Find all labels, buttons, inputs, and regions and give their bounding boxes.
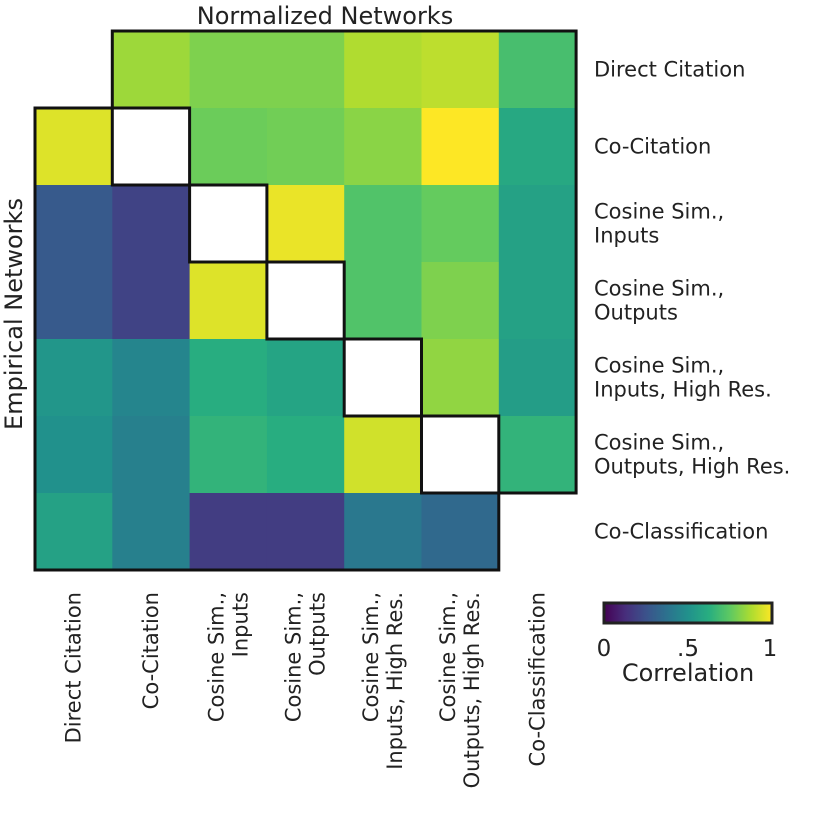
heatmap-cell-0-5 xyxy=(421,31,500,109)
column-label-1: Co-Citation xyxy=(139,592,163,709)
heatmap-cell-5-0 xyxy=(35,416,113,494)
row-label-4-line-1: Inputs, High Res. xyxy=(594,378,772,402)
row-label-4-line-0: Cosine Sim., xyxy=(594,354,724,378)
heatmap-cell-1-2 xyxy=(189,108,268,186)
heatmap-cell-5-4 xyxy=(344,416,423,494)
colorbar-tick-0: 0 xyxy=(597,636,612,662)
heatmap-cell-6-4 xyxy=(344,493,423,571)
heatmap-cell-6-3 xyxy=(266,493,345,571)
heatmap-cell-0-6 xyxy=(498,31,577,109)
row-label-2-line-0: Cosine Sim., xyxy=(594,200,724,224)
row-label-5: Cosine Sim.,Outputs, High Res. xyxy=(594,431,790,479)
heatmap-cell-2-3 xyxy=(266,185,345,263)
row-label-1: Co-Citation xyxy=(594,135,711,159)
heatmap-cell-5-6 xyxy=(498,416,577,494)
row-label-1-line-0: Co-Citation xyxy=(594,135,711,159)
column-label-5-line-0: Cosine Sim., xyxy=(436,592,460,722)
row-label-2: Cosine Sim.,Inputs xyxy=(594,200,724,248)
column-label-3-line-0: Cosine Sim., xyxy=(282,592,306,722)
heatmap-cell-5-1 xyxy=(112,416,191,494)
heatmap-cell-4-0 xyxy=(35,339,113,417)
heatmap-cells xyxy=(35,31,577,571)
heatmap-cell-1-6 xyxy=(498,108,577,186)
column-label-0-line-0: Direct Citation xyxy=(62,592,86,743)
heatmap-cell-2-5 xyxy=(421,185,500,263)
heatmap-cell-1-4 xyxy=(344,108,423,186)
row-label-3-line-1: Outputs xyxy=(594,301,678,325)
heatmap-cell-1-0 xyxy=(35,108,113,186)
heatmap-cell-3-5 xyxy=(421,262,500,340)
heatmap-cell-6-2 xyxy=(189,493,268,571)
heatmap-cell-6-5 xyxy=(421,493,500,571)
heatmap-cell-4-1 xyxy=(112,339,191,417)
heatmap-cell-3-2 xyxy=(189,262,268,340)
heatmap-cell-4-3 xyxy=(266,339,345,417)
column-label-3: Cosine Sim.,Outputs xyxy=(282,592,330,722)
heatmap-cell-0-1 xyxy=(112,31,191,109)
heatmap-cell-3-6 xyxy=(498,262,577,340)
heatmap-cell-4-5 xyxy=(421,339,500,417)
row-label-2-line-1: Inputs xyxy=(594,224,659,248)
heatmap-cell-4-6 xyxy=(498,339,577,417)
heatmap-cell-2-4 xyxy=(344,185,423,263)
colorbar-gradient xyxy=(602,601,774,625)
heatmap-cell-0-4 xyxy=(344,31,423,109)
column-label-0: Direct Citation xyxy=(62,592,86,743)
colorbar-label: Correlation xyxy=(622,659,754,687)
heatmap-cell-0-2 xyxy=(189,31,268,109)
row-label-6: Co-Classification xyxy=(594,520,768,544)
heatmap-cell-4-2 xyxy=(189,339,268,417)
column-label-4-line-0: Cosine Sim., xyxy=(359,592,383,722)
row-label-5-line-0: Cosine Sim., xyxy=(594,431,724,455)
column-label-4: Cosine Sim.,Inputs, High Res. xyxy=(359,592,407,770)
heatmap-cell-2-0 xyxy=(35,185,113,263)
row-label-4: Cosine Sim.,Inputs, High Res. xyxy=(594,354,772,402)
column-label-2-line-1: Inputs xyxy=(228,592,252,657)
row-label-6-line-0: Co-Classification xyxy=(594,520,768,544)
column-label-6-line-0: Co-Classification xyxy=(525,592,549,766)
row-label-0-line-0: Direct Citation xyxy=(594,58,745,82)
triangle-outlines xyxy=(33,29,578,572)
heatmap-cell-3-4 xyxy=(344,262,423,340)
lower-triangle-outline xyxy=(33,106,501,572)
column-label-4-line-1: Inputs, High Res. xyxy=(383,592,407,770)
row-label-5-line-1: Outputs, High Res. xyxy=(594,455,790,479)
heatmap-cell-5-2 xyxy=(189,416,268,494)
heatmap-cell-0-3 xyxy=(266,31,345,109)
column-label-1-line-0: Co-Citation xyxy=(139,592,163,709)
column-label-3-line-1: Outputs xyxy=(306,592,330,676)
colorbar-tick-1: .5 xyxy=(677,636,699,662)
heatmap-cell-5-3 xyxy=(266,416,345,494)
heatmap-cell-2-1 xyxy=(112,185,191,263)
column-label-2: Cosine Sim.,Inputs xyxy=(204,592,252,722)
column-label-5: Cosine Sim.,Outputs, High Res. xyxy=(436,592,484,788)
heatmap-cell-6-0 xyxy=(35,493,113,571)
row-label-3: Cosine Sim.,Outputs xyxy=(594,277,724,325)
colorbar-tick-2: 1 xyxy=(763,636,778,662)
heatmap-cell-3-1 xyxy=(112,262,191,340)
column-label-2-line-0: Cosine Sim., xyxy=(204,592,228,722)
heatmap-cell-6-1 xyxy=(112,493,191,571)
column-label-5-line-1: Outputs, High Res. xyxy=(460,592,484,788)
row-label-3-line-0: Cosine Sim., xyxy=(594,277,724,301)
heatmap-cell-1-5 xyxy=(421,108,500,186)
row-label-0: Direct Citation xyxy=(594,58,745,82)
top-title: Normalized Networks xyxy=(197,2,453,30)
heatmap-cell-3-0 xyxy=(35,262,113,340)
side-title: Empirical Networks xyxy=(0,198,28,430)
column-label-6: Co-Classification xyxy=(525,592,549,766)
colorbar: 0 .5 1 Correlation xyxy=(597,601,778,687)
heatmap-cell-2-6 xyxy=(498,185,577,263)
heatmap-cell-1-3 xyxy=(266,108,345,186)
